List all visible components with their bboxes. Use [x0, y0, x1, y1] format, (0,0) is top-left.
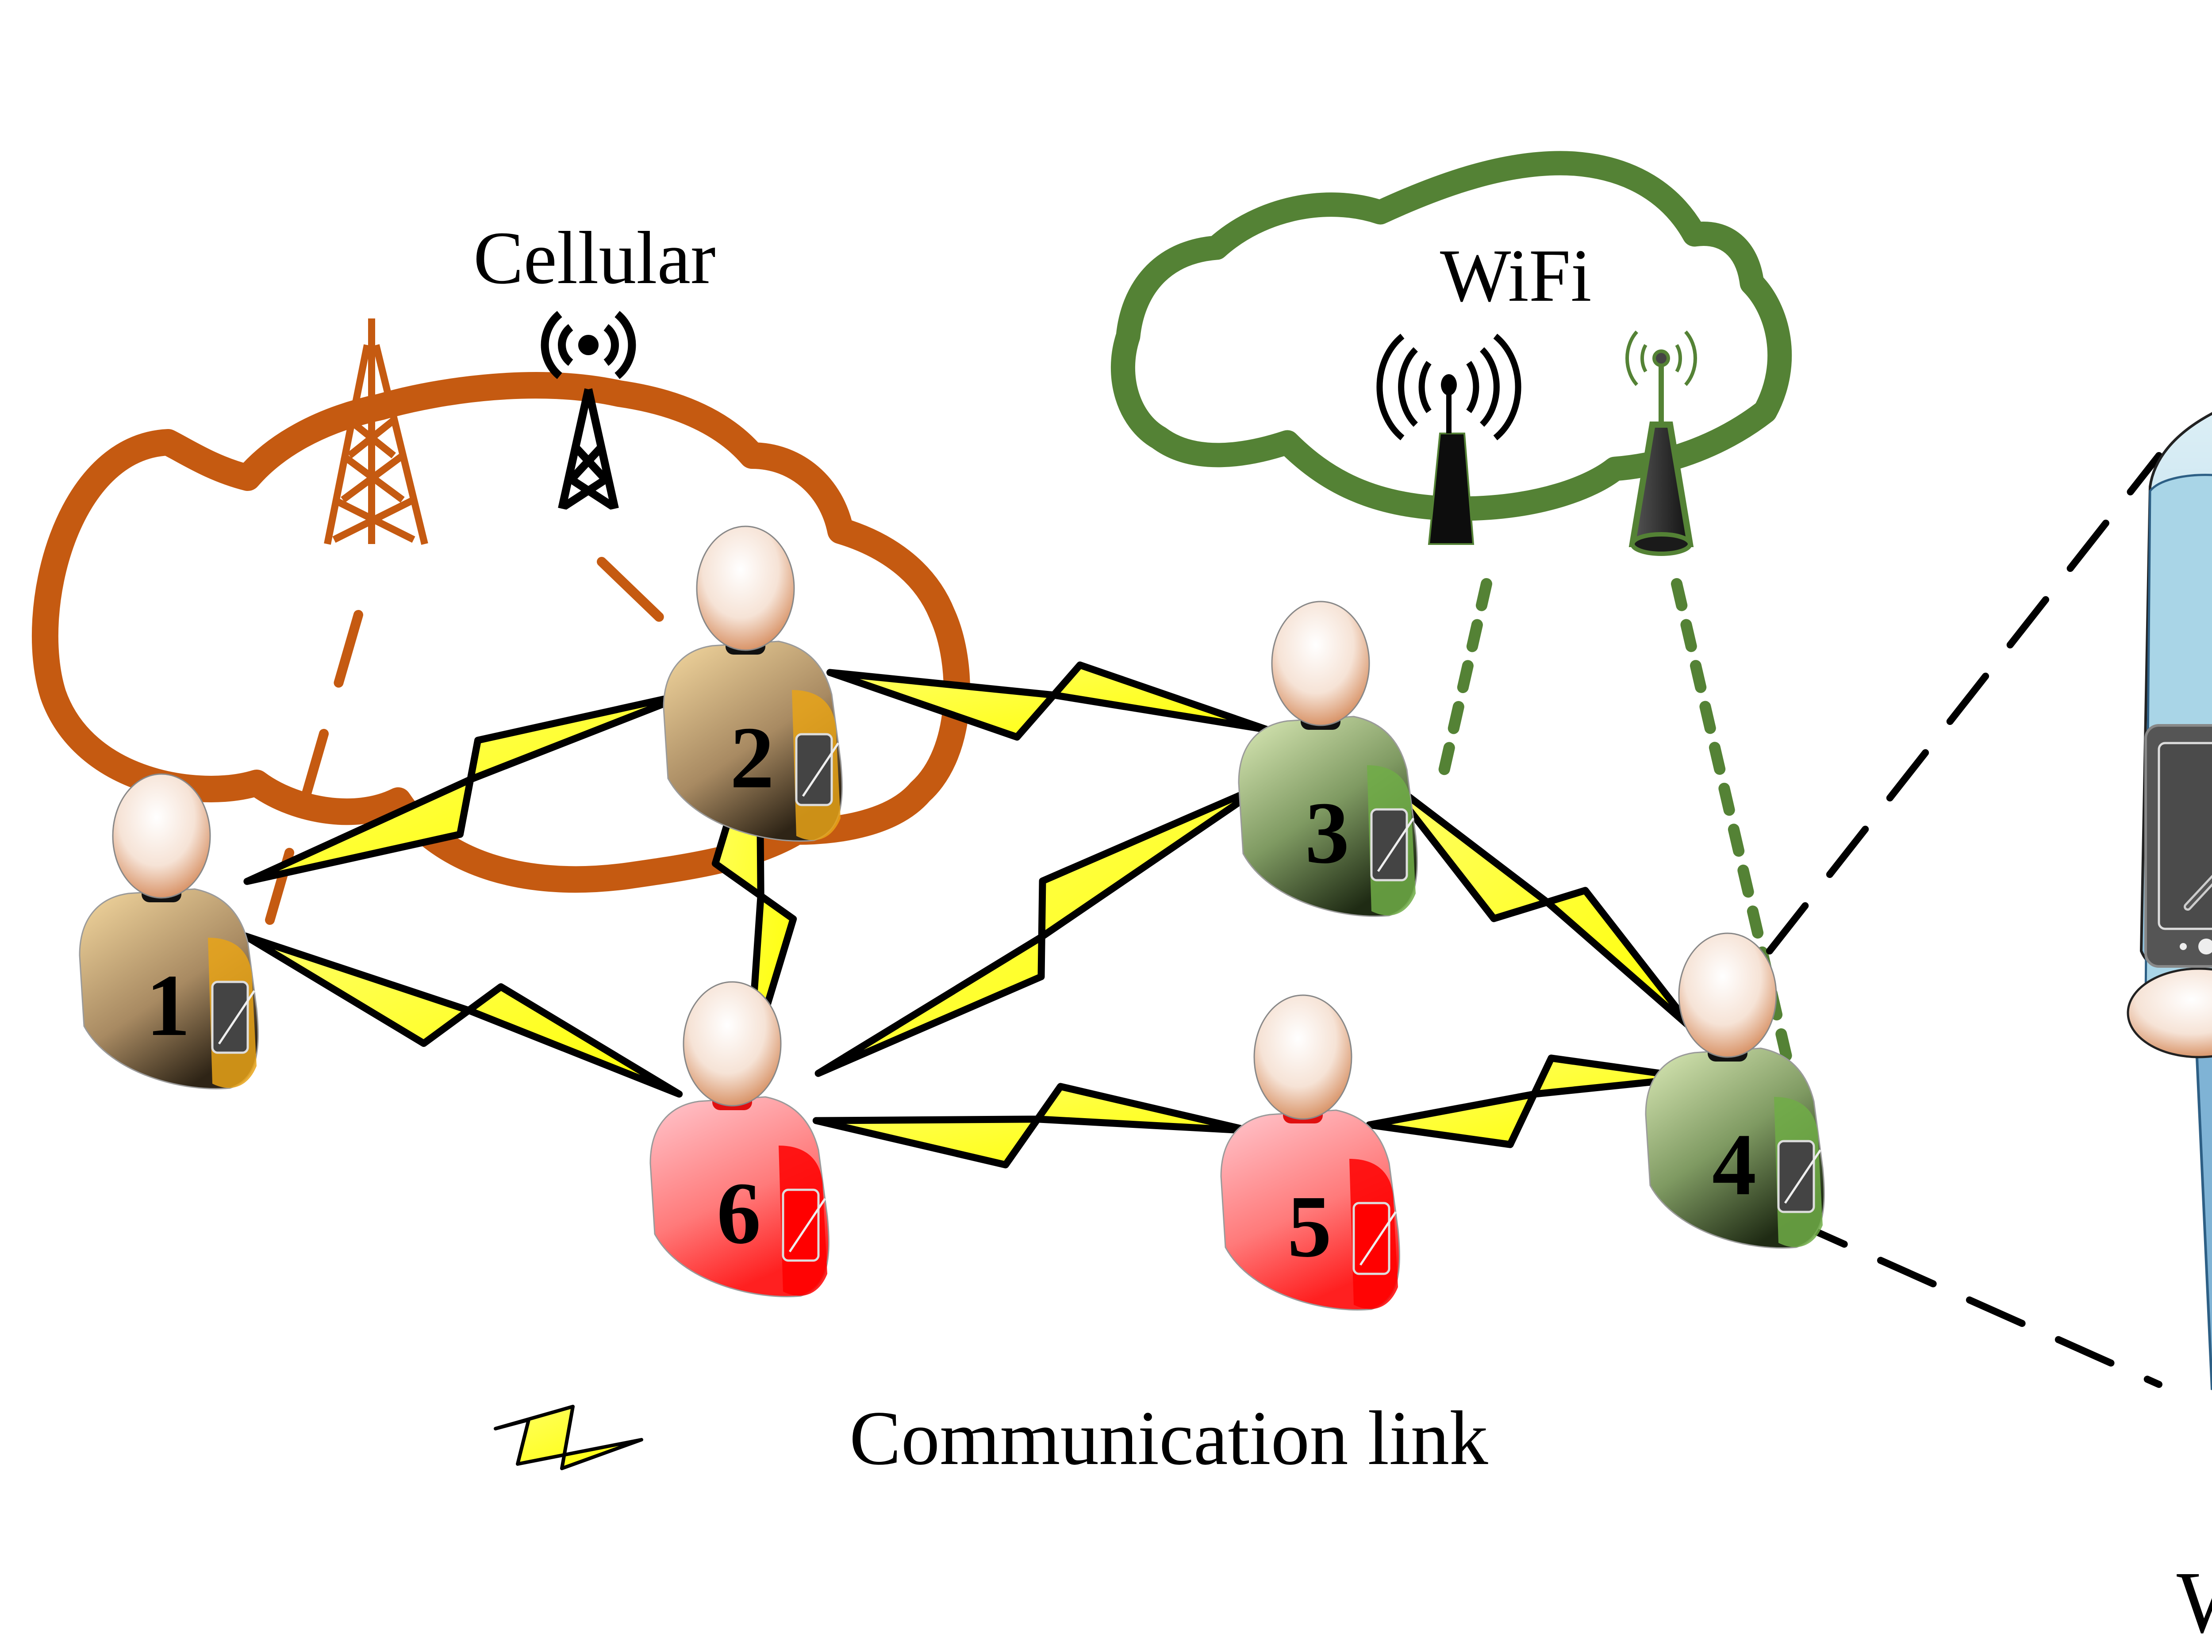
wban-node-2: 2: [663, 525, 843, 842]
zoom-line-lower: [1788, 1217, 2162, 1388]
wifi-cloud: WiFi: [1111, 151, 1792, 556]
lightning-bolt-icon: [812, 1083, 1254, 1169]
zoom-line-upper: [1766, 452, 2162, 954]
node-head: [683, 981, 782, 1107]
wban-user-left-leg: [2193, 998, 2212, 1391]
wban-node-4: 4: [1645, 932, 1825, 1249]
communication-link-1-2: [243, 690, 695, 885]
wban-node-1: 1: [79, 773, 259, 1089]
legend-bolt-icon: [494, 1405, 643, 1470]
communication-link-6-5: [812, 1083, 1254, 1169]
node-number: 3: [1305, 784, 1349, 882]
node-head: [112, 773, 211, 899]
node-number: 4: [1712, 1116, 1756, 1214]
hub-device-icon: [2144, 724, 2212, 968]
node-head: [1253, 994, 1352, 1120]
communication-link-1-6: [242, 932, 683, 1098]
mobile-device-icon: [1777, 1140, 1822, 1213]
mobile-device-icon: [1352, 1202, 1397, 1275]
mobile-device-icon: [211, 981, 256, 1054]
communication-link-2-3: [826, 661, 1271, 741]
communication-link-3-4: [1381, 775, 1698, 1034]
lightning-bolt-icon: [1366, 1054, 1696, 1148]
wban-user-figure: Hub Wearable sensors WBAN user: [2127, 412, 2212, 1652]
wifi-link-node-3: [1436, 578, 1492, 784]
lightning-bolt-icon: [1381, 775, 1698, 1034]
node-number: 5: [1287, 1178, 1332, 1276]
node-number: 1: [146, 957, 190, 1054]
lightning-bolt-icon: [814, 781, 1269, 1077]
wban-user-left-hand: [2127, 967, 2212, 1058]
node-number: 6: [717, 1165, 761, 1262]
legend-communication-link-label: Communication link: [849, 1395, 1488, 1481]
mobile-device-icon: [795, 733, 840, 806]
wifi-router-icon: [1625, 330, 1697, 556]
lightning-bolt-icon: [243, 690, 695, 885]
communication-link-3-6: [814, 781, 1269, 1077]
legend: Communication link: [494, 1395, 1488, 1481]
node-number: 2: [730, 709, 774, 807]
node-head: [1271, 601, 1370, 726]
wban-node-6: 6: [649, 981, 830, 1297]
radio-tower-icon: [541, 311, 636, 510]
mobile-device-icon: [782, 1188, 826, 1262]
node-head: [1678, 932, 1777, 1058]
wifi-antenna-icon: [1376, 333, 1521, 545]
wban-node-5: 5: [1220, 994, 1400, 1311]
wifi-label: WiFi: [1440, 234, 1592, 317]
wban-node-3: 3: [1238, 601, 1418, 917]
wban-user-label: WBAN user: [2177, 1554, 2212, 1652]
cellular-label: Cellular: [473, 216, 716, 299]
node-head: [696, 525, 795, 651]
lightning-bolt-icon: [826, 661, 1271, 741]
lattice-tower-icon: [324, 318, 428, 545]
mobile-device-icon: [1370, 808, 1415, 882]
lightning-bolt-icon: [242, 932, 683, 1098]
communication-link-5-4: [1366, 1054, 1696, 1148]
wban-nodes: 1 2 3 4 5 6: [79, 525, 1825, 1311]
